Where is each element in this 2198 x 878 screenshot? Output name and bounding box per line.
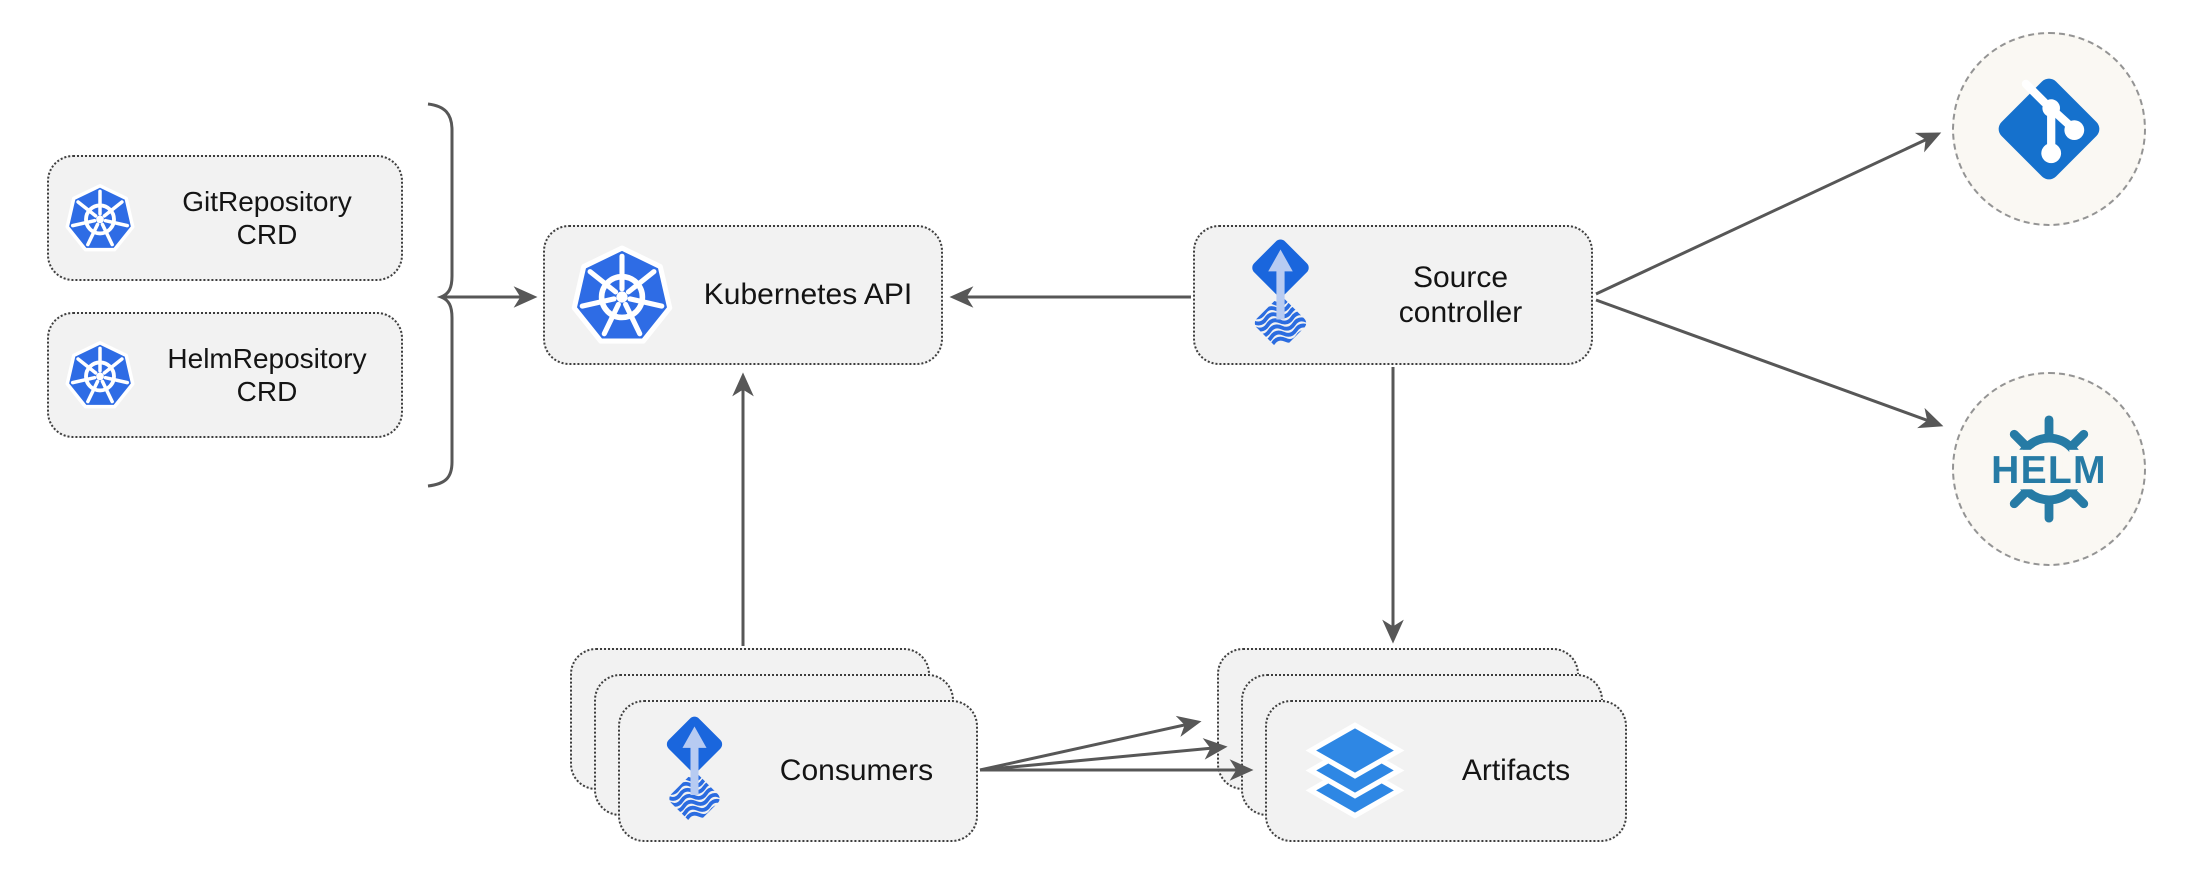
gitrepository-crd-label: GitRepository CRD bbox=[145, 185, 389, 251]
flux-source-icon bbox=[1235, 235, 1326, 355]
helmrepository-crd-label-line2: CRD bbox=[236, 376, 298, 407]
kubernetes-icon bbox=[571, 244, 673, 346]
kubernetes-icon bbox=[65, 183, 135, 252]
helm-logo-text: HELM bbox=[1991, 449, 2107, 492]
artifacts-node: Artifacts bbox=[1265, 700, 1627, 842]
edge-consumers-to-artifacts-2 bbox=[979, 738, 1228, 772]
flux-source-icon bbox=[650, 712, 739, 830]
helmrepository-crd-node: HelmRepository CRD bbox=[47, 312, 403, 438]
kubernetes-api-node: Kubernetes API bbox=[543, 225, 943, 365]
edge-source-controller-to-helm bbox=[1595, 298, 1944, 429]
gitrepository-crd-node: GitRepository CRD bbox=[47, 155, 403, 281]
helm-external-node: HELM bbox=[1952, 372, 2146, 566]
kubernetes-icon bbox=[65, 340, 135, 409]
gitrepository-crd-label-line1: GitRepository bbox=[182, 185, 352, 217]
helmrepository-crd-label-line1: HelmRepository bbox=[167, 342, 367, 374]
consumers-label: Consumers bbox=[779, 754, 934, 788]
edge-consumers-to-artifacts-1 bbox=[979, 715, 1202, 772]
artifacts-layers-icon bbox=[1301, 719, 1409, 824]
helmrepository-crd-label: HelmRepository CRD bbox=[145, 342, 389, 408]
crd-group-brace-bracket bbox=[427, 102, 454, 488]
source-controller-label-line1: Source bbox=[1412, 260, 1509, 294]
source-controller-label-line2: controller bbox=[1398, 296, 1523, 329]
consumers-node: Consumers bbox=[618, 700, 978, 842]
git-external-node bbox=[1952, 32, 2146, 226]
artifacts-label: Artifacts bbox=[1461, 754, 1571, 788]
source-controller-node: Source controller bbox=[1193, 225, 1593, 365]
gitrepository-crd-label-line2: CRD bbox=[236, 219, 298, 250]
git-logo-icon bbox=[1998, 78, 2100, 180]
source-controller-label: Source controller bbox=[1344, 260, 1577, 331]
kubernetes-api-label: Kubernetes API bbox=[703, 278, 913, 312]
edge-source-controller-to-git bbox=[1595, 132, 1942, 296]
helm-logo-icon: HELM bbox=[1986, 415, 2112, 523]
